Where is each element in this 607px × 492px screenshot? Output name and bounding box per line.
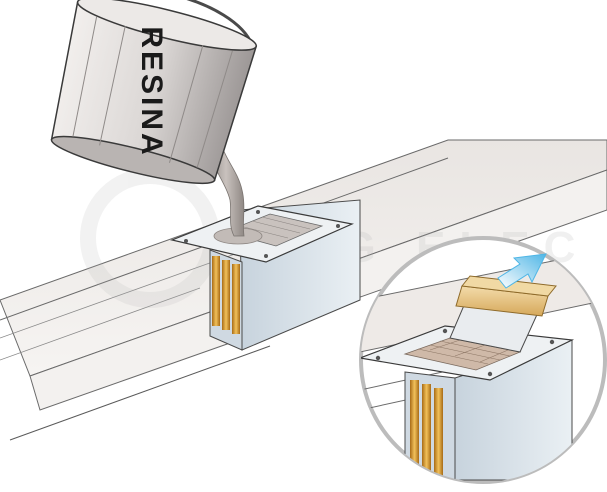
resin-can: RESINA	[50, 0, 258, 185]
busbars	[212, 256, 240, 334]
junction-box	[169, 199, 361, 351]
peel-direction-arrow-icon	[497, 253, 547, 289]
detail-inset	[359, 236, 607, 484]
can-label: RESINA	[135, 26, 168, 157]
